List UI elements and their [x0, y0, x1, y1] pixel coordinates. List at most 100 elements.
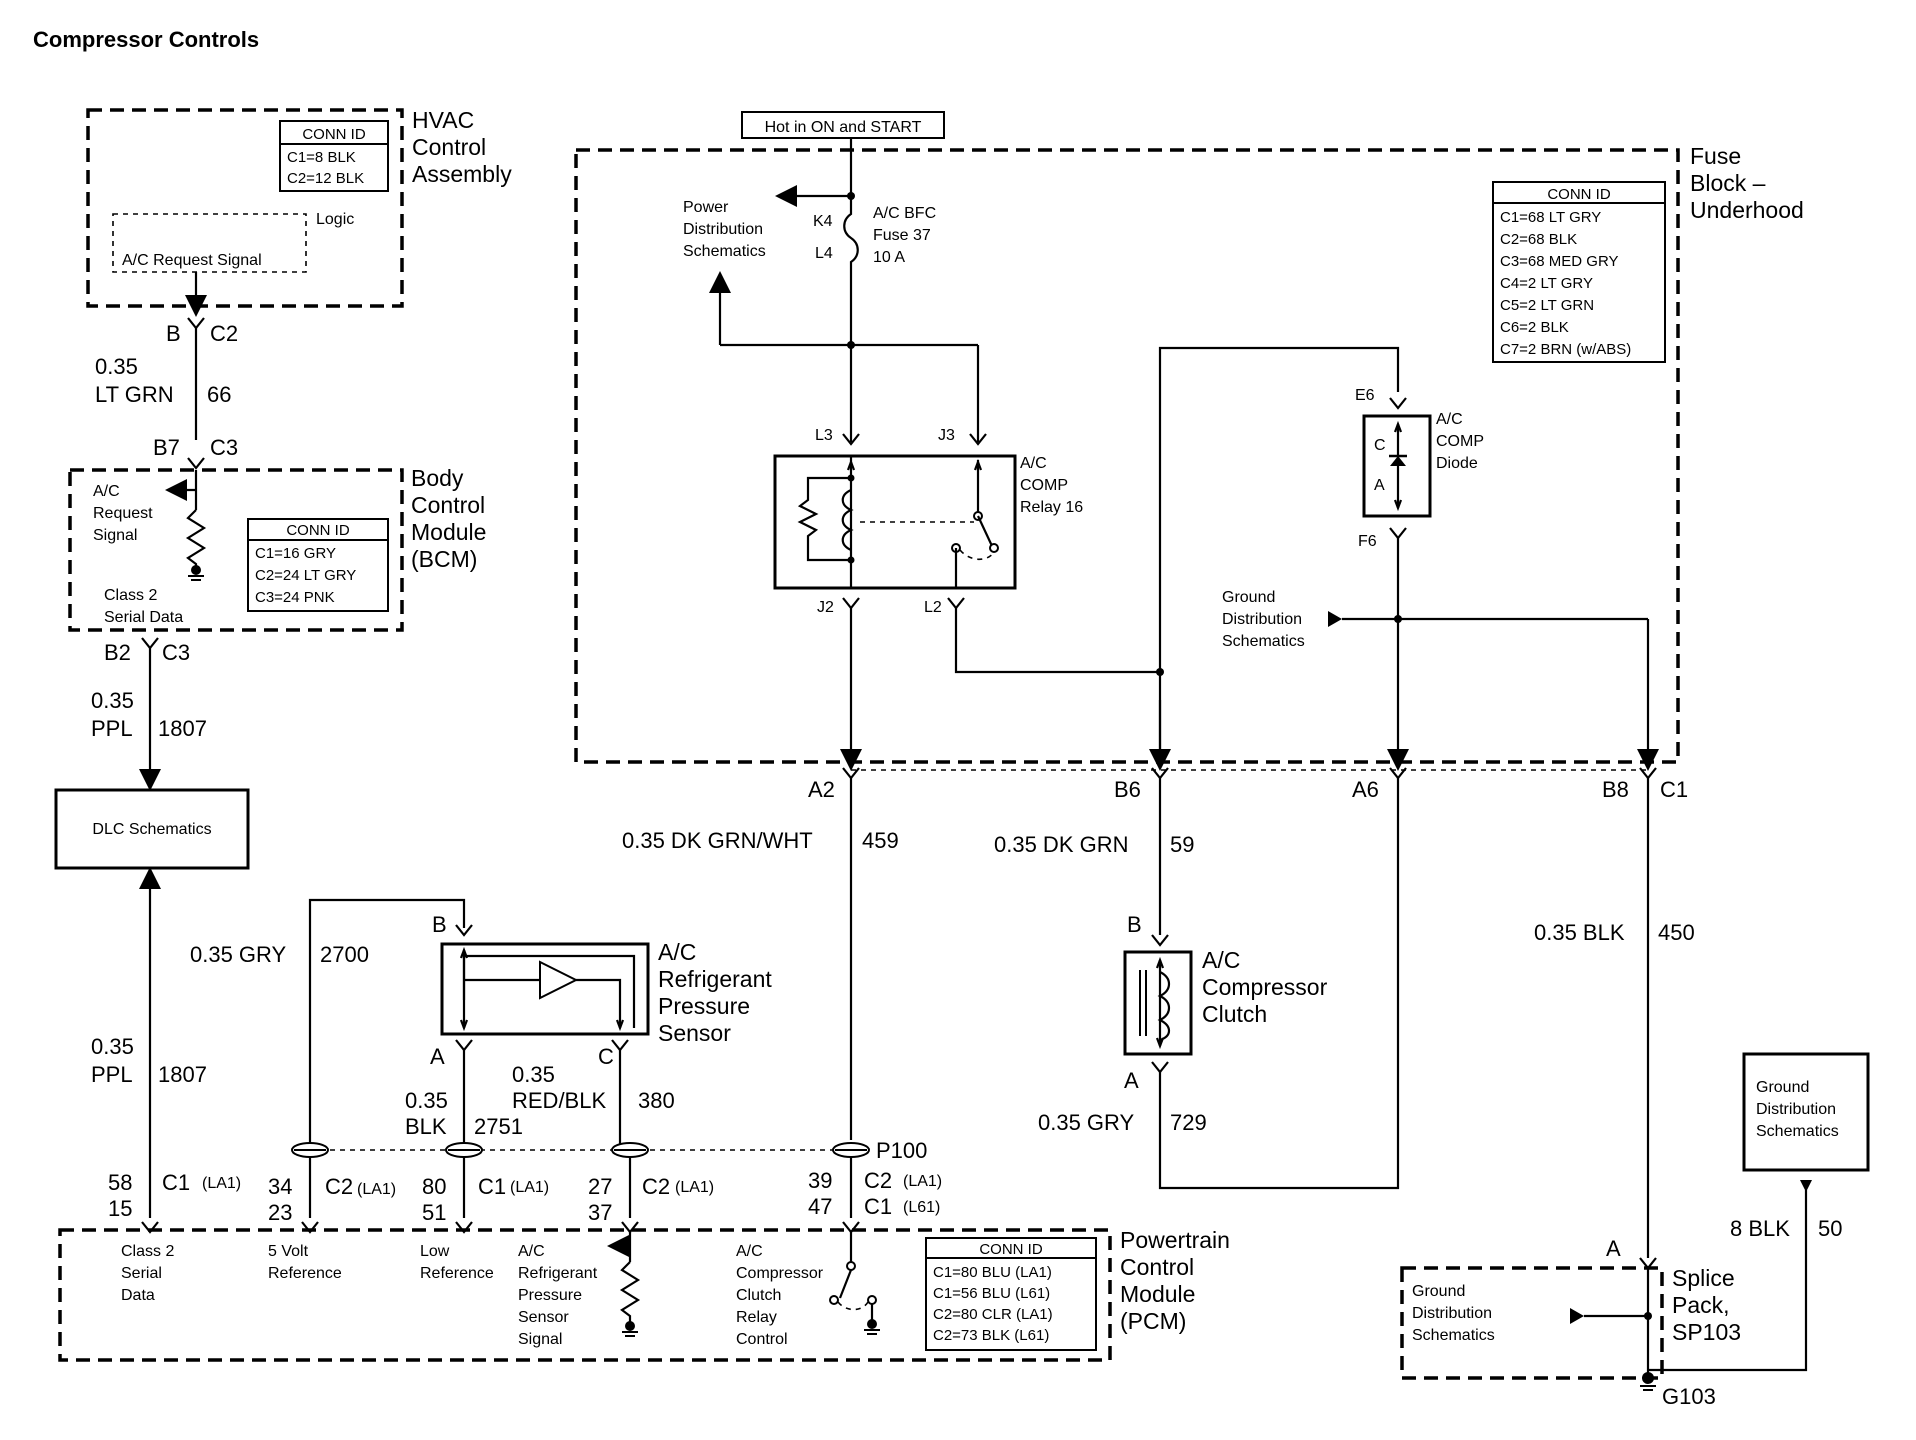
clutch-pin-a: A: [1124, 1068, 1139, 1093]
wire-459-label: 0.35 DK GRN/WHT: [622, 828, 813, 853]
conn-row: C3=24 PNK: [255, 589, 335, 606]
pin-b2: B2: [104, 640, 131, 665]
pcm-relay-2: Compressor: [736, 1265, 824, 1282]
clutch-pin-b: B: [1127, 912, 1142, 937]
arrow-down-icon: [1800, 1180, 1812, 1192]
pcm-sig-1: A/C: [518, 1243, 545, 1260]
pin-l4: L4: [815, 245, 833, 262]
ground-dist-2: Distribution: [1222, 611, 1302, 628]
pin-f6: F6: [1358, 533, 1377, 550]
bcm-signal-2: Request: [93, 505, 153, 522]
conn-row: C1=8 BLK: [287, 149, 356, 166]
pcm-sig-2: Refrigerant: [518, 1265, 598, 1282]
pin-c2: C2: [210, 321, 238, 346]
fuse-block-underhood: Fuse Block – Underhood CONN ID C1=68 LT …: [574, 143, 1804, 771]
pin-num: 27: [588, 1174, 612, 1199]
conn-row: C2=12 BLK: [287, 170, 364, 187]
hvac-name-3: Assembly: [412, 161, 512, 187]
pcm-pin-labels: 58 15 C1 (LA1) 34 23 C2 (LA1) 80 51 C1 (…: [108, 1168, 942, 1225]
diode-pin-c: C: [1374, 437, 1386, 454]
dlc-schematics-box[interactable]: DLC Schematics: [54, 788, 250, 870]
sensor-name-1: A/C: [658, 939, 696, 965]
pin-num: 80: [422, 1174, 446, 1199]
pin-num: 58: [108, 1170, 132, 1195]
wire-1807b-color: PPL: [91, 1062, 133, 1087]
pin-conn: C2: [642, 1174, 670, 1199]
pcm-conn-table: CONN ID C1=80 BLU (LA1) C1=56 BLU (L61) …: [925, 1237, 1097, 1351]
wire-1807b-gauge: 0.35: [91, 1034, 134, 1059]
ground-icon: [191, 565, 201, 575]
conn-row: C1=56 BLU (L61): [933, 1285, 1050, 1302]
pin-option: (LA1): [903, 1173, 942, 1190]
ground-dist-3: Schematics: [1222, 633, 1305, 650]
hvac-ac-request-label: A/C Request Signal: [122, 252, 262, 269]
hvac-name-1: HVAC: [412, 107, 474, 133]
pin-b: B: [166, 321, 181, 346]
conn-id-header: CONN ID: [286, 522, 350, 539]
conn-row: C1=80 BLU (LA1): [933, 1264, 1052, 1281]
conn-row: C2=24 LT GRY: [255, 567, 356, 584]
ground-icon: [867, 1319, 877, 1329]
pin-b6: B6: [1114, 777, 1141, 802]
conn-row: C5=2 LT GRN: [1500, 297, 1594, 314]
pin-a2: A2: [808, 777, 835, 802]
hot-label: Hot in ON and START: [765, 119, 922, 136]
ac-refrigerant-pressure-sensor: [308, 898, 650, 1145]
wire-729-circuit: 729: [1170, 1110, 1207, 1135]
pin-conn: C2: [864, 1168, 892, 1193]
sensor-pin-a: A: [430, 1044, 445, 1069]
bcm-name-1: Body: [411, 465, 464, 491]
splice-name-3: SP103: [1672, 1319, 1741, 1345]
pin-num: 39: [808, 1168, 832, 1193]
wire-66-color: LT GRN: [95, 382, 174, 407]
relay-label-2: COMP: [1020, 477, 1068, 494]
pin-c1: C1: [1660, 777, 1688, 802]
ac-comp-relay-16: [773, 454, 1017, 590]
pin-option: (LA1): [202, 1175, 241, 1192]
relay-label-1: A/C: [1020, 455, 1047, 472]
pin-l3: L3: [815, 427, 833, 444]
arrow-right-icon: [1570, 1308, 1584, 1324]
ground-box-2: Distribution: [1756, 1101, 1836, 1118]
dlc-label: DLC Schematics: [92, 821, 211, 838]
pcm-class2-2: Serial: [121, 1265, 162, 1282]
wire-380-color: RED/BLK: [512, 1088, 606, 1113]
pin-num: 23: [268, 1200, 292, 1225]
conn-row: C4=2 LT GRY: [1500, 275, 1593, 292]
hot-in-on-start-box: Hot in ON and START: [741, 111, 945, 139]
conn-id-header: CONN ID: [1547, 186, 1611, 203]
pcm-low-2: Reference: [420, 1265, 494, 1282]
conn-row: C2=73 BLK (L61): [933, 1327, 1049, 1344]
conn-row: C3=68 MED GRY: [1500, 253, 1619, 270]
wire-2751-circuit: 2751: [474, 1114, 523, 1139]
ac-comp-diode: C A: [1362, 414, 1432, 518]
pin-l2: L2: [924, 599, 942, 616]
pcm-name-2: Control: [1120, 1254, 1194, 1280]
bcm-class2-1: Class 2: [104, 587, 157, 604]
ground-g103-label: G103: [1662, 1384, 1716, 1409]
bcm-signal-1: A/C: [93, 483, 120, 500]
conn-id-header: CONN ID: [302, 126, 366, 143]
fuse-label-3: 10 A: [873, 249, 905, 266]
bcm-name-3: Module: [411, 519, 486, 545]
wire-729-label: 0.35 GRY: [1038, 1110, 1135, 1135]
conn-row: C1=68 LT GRY: [1500, 209, 1601, 226]
clutch-name-2: Compressor: [1202, 974, 1328, 1000]
sensor-name-2: Refrigerant: [658, 966, 772, 992]
p100-connector: [291, 1142, 870, 1158]
bcm-name-4: (BCM): [411, 546, 477, 572]
ground-box-1: Ground: [1756, 1079, 1809, 1096]
hvac-name-2: Control: [412, 134, 486, 160]
pcm-relay-1: A/C: [736, 1243, 763, 1260]
fuse-label-2: Fuse 37: [873, 227, 931, 244]
power-dist-2: Distribution: [683, 221, 763, 238]
pin-num: 34: [268, 1174, 292, 1199]
hvac-control-assembly: HVAC Control Assembly CONN ID C1=8 BLK C…: [86, 107, 512, 317]
ac-compressor-clutch: [1123, 950, 1193, 1056]
splice-pin-a: A: [1606, 1236, 1621, 1261]
ground-icon: [1642, 1372, 1654, 1384]
diode-label-3: Diode: [1436, 455, 1478, 472]
pin-j3: J3: [938, 427, 955, 444]
ground-distribution-box[interactable]: Ground Distribution Schematics: [1742, 1052, 1870, 1172]
